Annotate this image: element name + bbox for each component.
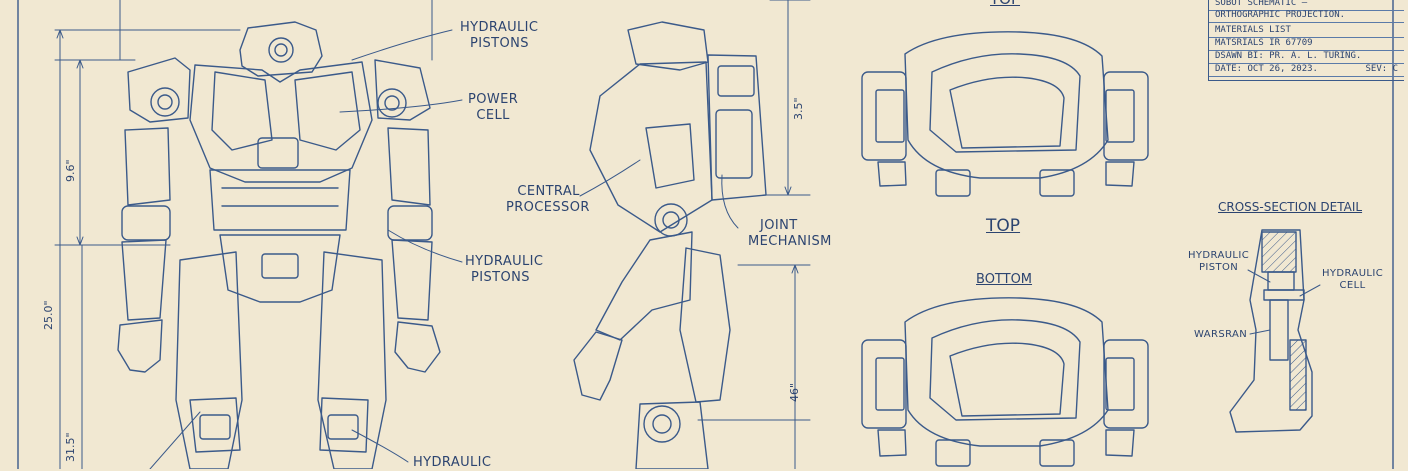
label-line: HYDRAULIC — [460, 20, 539, 35]
label-hydraulic-pistons-mid: HYDRAULIC PISTONS — [465, 254, 543, 286]
label-line: HYDRAULIC — [1188, 250, 1250, 261]
label-hydraulic-cell: HYDRAULIC CELL — [1322, 268, 1383, 292]
cross-section-drawing — [1229, 229, 1321, 433]
label-line: MECHANISM — [748, 234, 832, 249]
title-block-date: DATE: OCT 26, 2023. — [1215, 64, 1318, 74]
label-line: JOINT — [760, 218, 798, 233]
label-line: PISTON — [1198, 262, 1239, 273]
label-hydraulic-piston: HYDRAULIC PISTON — [1188, 250, 1249, 274]
side-view-robot — [573, 21, 767, 469]
title-bottom: BOTTOM — [976, 272, 1033, 287]
label-line: PISTONS — [470, 36, 529, 51]
label-line: CELL — [476, 108, 510, 123]
label-power-cell: POWER CELL — [468, 92, 518, 124]
title-block-line-3: MATERIALS LIST — [1209, 23, 1404, 38]
title-block-line-1: SOBOT SCHEMATIC – — [1209, 0, 1404, 11]
title-block-line-2: ORTHOGRAPHIC PROJECTION. — [1209, 8, 1404, 23]
bottom-view-drawing — [861, 297, 1149, 467]
title-block: SOBOT SCHEMATIC – ORTHOGRAPHIC PROJECTIO… — [1208, 0, 1404, 81]
label-warsran: WARSRAN — [1194, 329, 1248, 340]
label-line: PROCESSOR — [506, 200, 590, 215]
dim-side-upper: 3.5" — [792, 97, 805, 120]
front-dimensions — [54, 0, 433, 469]
label-hydraulic-pistons-top: HYDRAULIC PISTONS — [460, 20, 538, 52]
side-dimensions — [697, 0, 811, 469]
title-block-revision: SEV: C — [1365, 64, 1398, 74]
label-line: PISTONS — [471, 270, 530, 285]
label-line: HYDRAULIC — [465, 254, 544, 269]
dim-torso: 9.6" — [64, 159, 77, 182]
title-block-line-4: MATSRIALS IR 67709 — [1209, 36, 1404, 51]
title-top-cut: TOP — [990, 0, 1020, 8]
label-line: CENTRAL — [517, 184, 580, 199]
dim-leg: 31.5" — [64, 432, 77, 462]
top-view-drawing — [861, 31, 1149, 197]
dim-height: 25.0" — [42, 300, 55, 330]
title-block-line-5: DSAWN BI: PR. A. L. TURING. — [1209, 49, 1404, 64]
label-hydraulic-bottom: HYDRAULIC — [413, 455, 492, 470]
title-block-date-row: DATE: OCT 26, 2023. SEV: C — [1209, 62, 1404, 77]
label-central-processor: CENTRAL PROCESSOR — [506, 184, 590, 216]
title-top: TOP — [986, 216, 1021, 236]
side-leaders — [579, 159, 739, 229]
front-view-robot — [117, 21, 441, 469]
front-leaders — [149, 29, 463, 469]
title-cross-section: CROSS-SECTION DETAIL — [1218, 200, 1363, 214]
label-line: CELL — [1339, 280, 1366, 291]
dim-side-lower: 46" — [788, 382, 801, 402]
label-line: POWER — [468, 92, 519, 107]
label-joint-mechanism: JOINT MECHANISM — [748, 218, 832, 250]
label-line: HYDRAULIC — [1322, 268, 1384, 279]
